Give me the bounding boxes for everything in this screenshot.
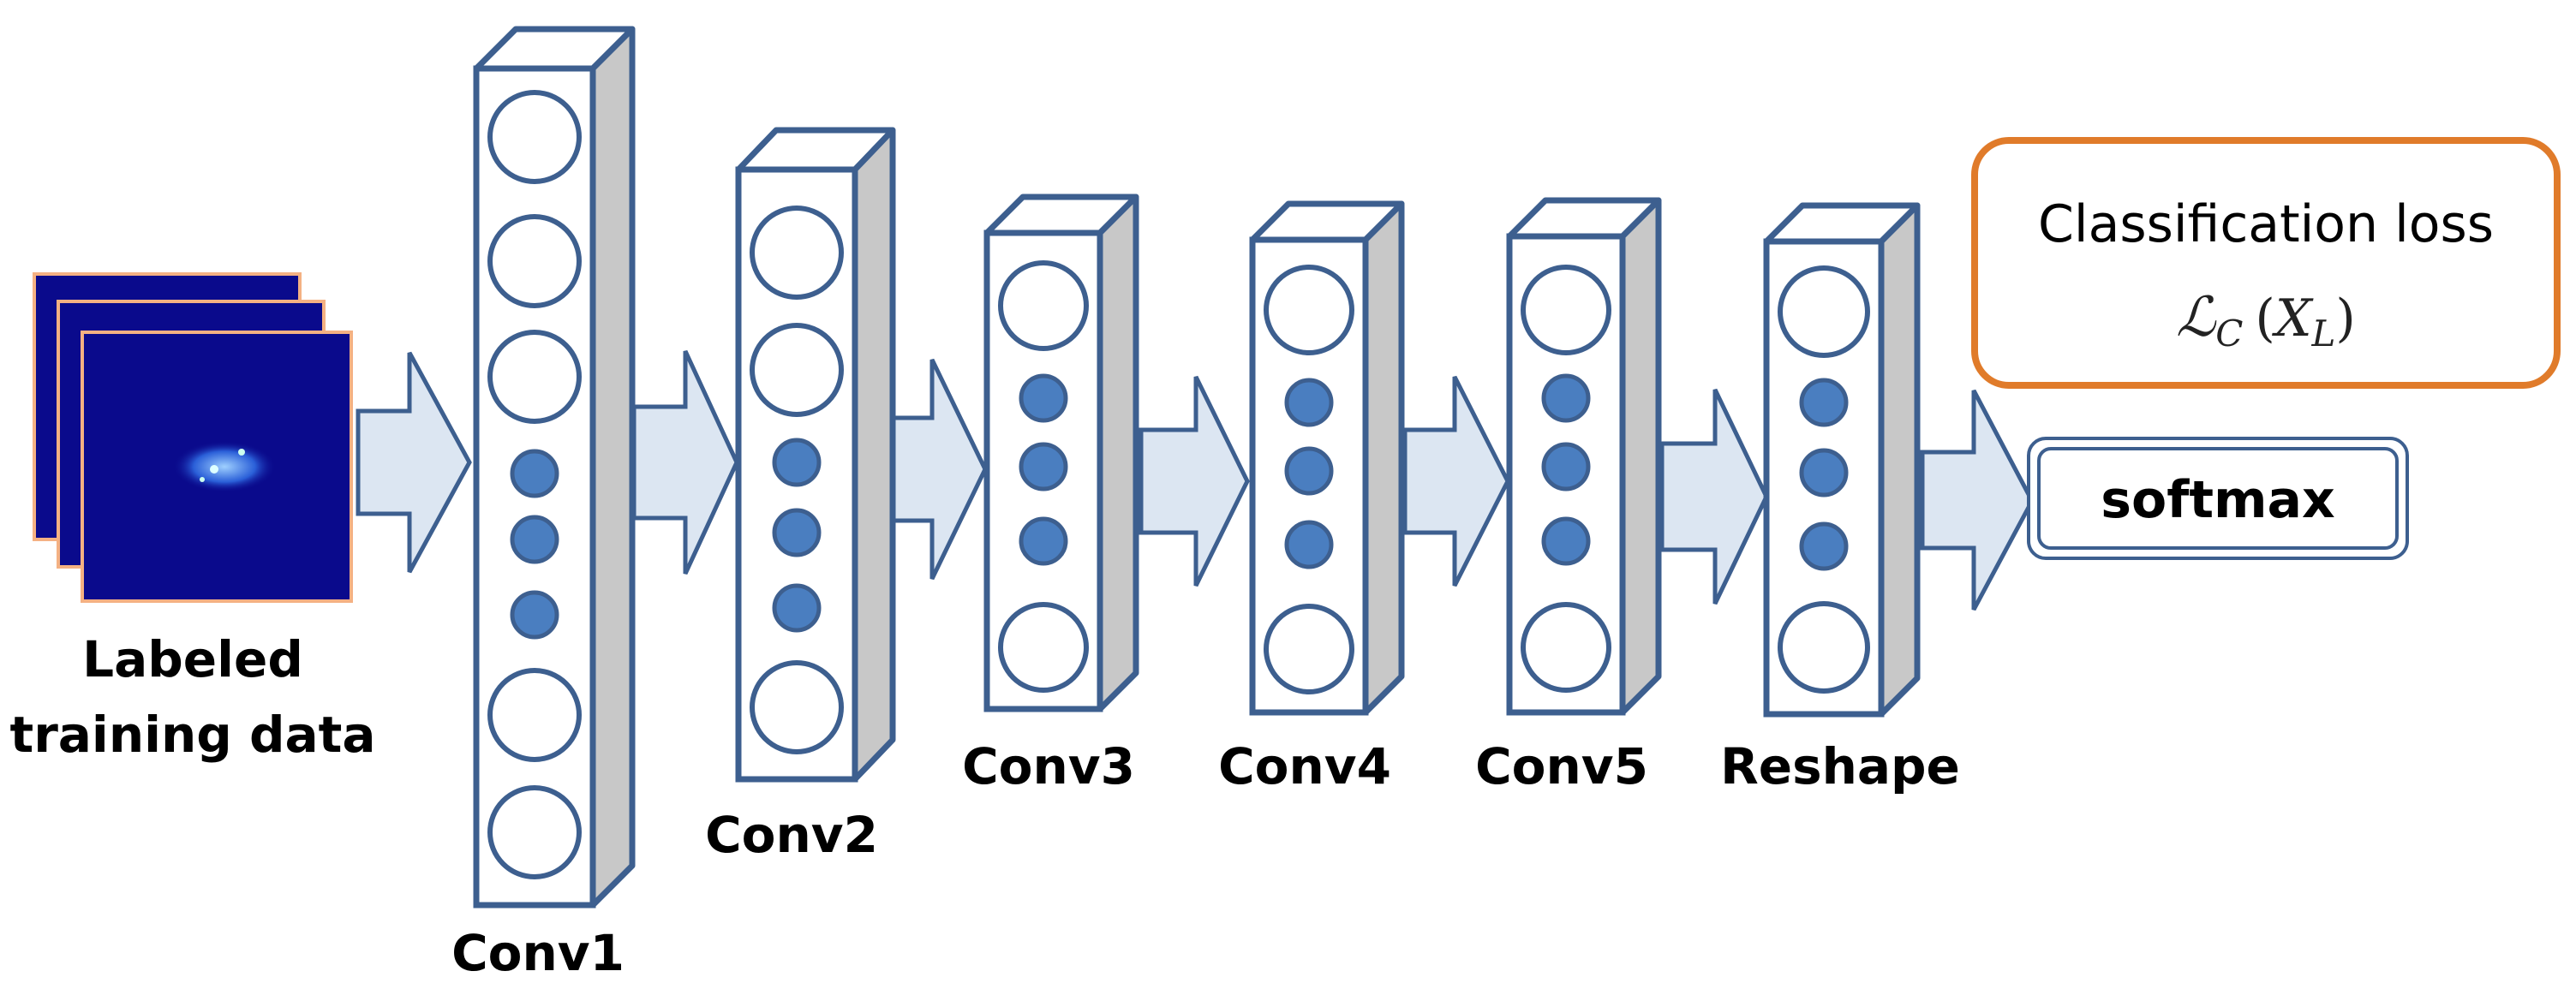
softmax-label: softmax [2101,470,2334,530]
loss-argument: X [2272,289,2314,349]
softmax-box: softmax [2027,437,2409,560]
neuron-large [487,214,582,308]
neuron-small [772,438,822,487]
neuron-small [1284,446,1334,496]
neuron-large [487,785,582,879]
layer-side-face [1619,197,1662,716]
loss-paren-open: ( [2255,289,2274,349]
flow-arrows [356,349,2035,611]
neuron-small [772,508,822,557]
arrow-input-to-conv1 [356,351,472,574]
neuron-large [750,660,844,754]
input-image-stack [33,272,353,603]
neuron-small [1799,448,1849,498]
layer-front-face [473,65,596,909]
layer-side-face [852,127,896,783]
arrow-conv5-to-reshape [1659,388,1769,605]
loss-formula: ℒC (XL) [2176,286,2356,355]
neuron-small [1284,520,1334,569]
layer-side-face [1362,200,1405,716]
input-image-speck [238,449,245,456]
arrow-reshape-to-softmax [1920,389,2035,611]
layer-block-conv3 [983,194,1139,712]
neuron-small [1284,378,1334,427]
neuron-large [1264,265,1354,355]
loss-title: Classification loss [2038,194,2494,254]
loss-argument-subscript: L [2311,313,2336,355]
arrow-conv1-to-conv2 [631,349,739,575]
neuron-large [1521,602,1611,693]
loss-symbol: ℒ [2176,286,2217,349]
loss-box: Classification loss ℒC (XL) [1971,137,2561,389]
input-image-speck [200,477,205,482]
neuron-large [1778,601,1870,694]
neuron-small [510,590,559,640]
input-label-line2: training data [9,706,375,764]
layer-block-conv2 [735,127,896,783]
loss-symbol-subscript: C [2215,313,2243,355]
neuron-small [1541,373,1591,423]
neuron-small [1541,516,1591,566]
neuron-large [487,330,582,424]
arrow-conv4-to-conv5 [1402,375,1510,587]
arrow-conv3-to-conv4 [1139,375,1250,587]
input-label-line1: Labeled [82,630,303,688]
neuron-small [510,449,559,498]
neuron-small [772,583,822,633]
neuron-large [998,260,1089,351]
neuron-large [1778,265,1870,358]
loss-paren-close: ) [2335,289,2355,349]
neuron-small [510,515,559,564]
neuron-large [750,206,844,300]
neuron-small [1019,516,1068,566]
layers-group [473,26,1921,909]
neuron-small [1019,373,1068,423]
layer-label-reshape: Reshape [1720,737,1960,795]
neuron-large [750,323,844,417]
layer-label-conv1: Conv1 [451,924,625,982]
neuron-large [1521,265,1611,355]
neuron-large [487,668,582,762]
layer-side-face [589,26,636,909]
input-image-speck [210,465,218,474]
layer-side-face [1878,202,1921,718]
layer-label-conv2: Conv2 [705,806,878,864]
neuron-small [1019,442,1068,492]
input-image-blob [173,441,276,492]
layer-block-conv5 [1506,197,1662,716]
neuron-small [1799,378,1849,427]
neuron-small [1541,442,1591,492]
loss-box-border [1971,137,2561,389]
neuron-large [487,90,582,184]
neuron-large [1264,604,1354,694]
layer-block-reshape [1763,202,1921,718]
layer-block-conv4 [1249,200,1405,716]
neuron-small [1799,521,1849,571]
layer-label-conv4: Conv4 [1218,737,1391,795]
neuron-large [998,602,1089,693]
layer-block-conv1 [473,26,636,909]
layer-label-conv5: Conv5 [1475,737,1648,795]
arrow-conv2-to-conv3 [888,358,988,581]
layer-label-conv3: Conv3 [962,737,1135,795]
layer-side-face [1097,194,1139,712]
